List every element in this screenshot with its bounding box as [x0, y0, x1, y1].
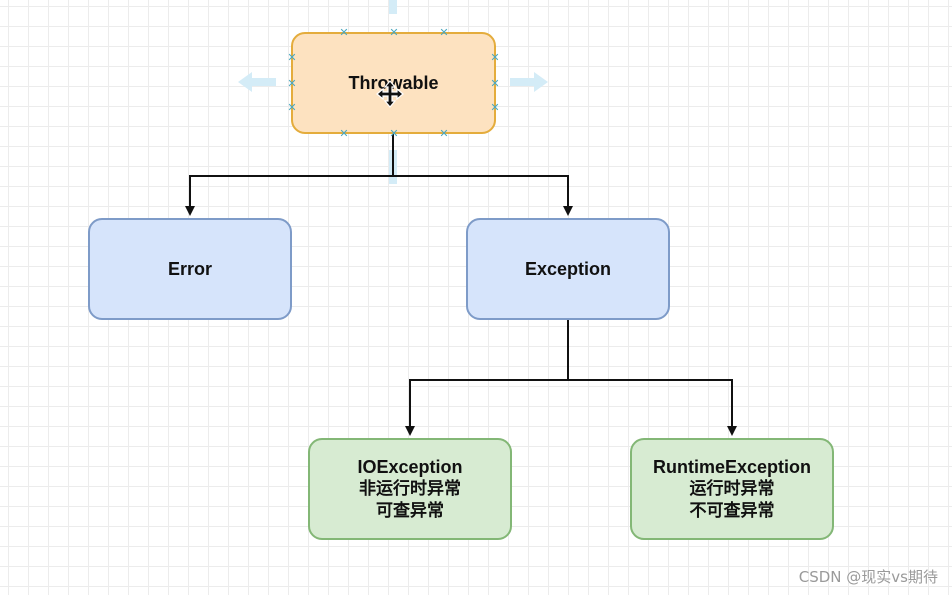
move-cursor-icon — [376, 80, 404, 108]
node-runtimeexception-label: RuntimeException — [652, 457, 812, 477]
watermark: CSDN @现实vs期待 — [798, 568, 938, 586]
handle-icon[interactable]: ✕ — [287, 77, 297, 90]
handle-icon[interactable]: ✕ — [490, 51, 500, 64]
node-ioexception[interactable]: IOException 非运行时异常 可查异常 — [308, 438, 512, 540]
edge-throwable-error[interactable] — [185, 134, 394, 216]
node-exception-label: Exception — [524, 259, 612, 279]
node-ioexception-desc1: 非运行时异常 — [359, 479, 461, 499]
node-ioexception-label: IOException — [357, 457, 463, 477]
node-exception[interactable]: Exception — [466, 218, 670, 320]
node-throwable-label: Throwable — [348, 73, 439, 93]
edge-throwable-exception[interactable] — [393, 175, 573, 216]
handle-icon[interactable]: ✕ — [389, 127, 399, 140]
handle-icon[interactable]: ✕ — [389, 26, 399, 39]
node-error-label: Error — [167, 259, 212, 279]
node-error[interactable]: Error — [88, 218, 292, 320]
handle-icon[interactable]: ✕ — [339, 26, 349, 39]
handle-icon[interactable]: ✕ — [439, 127, 449, 140]
edge-exception-ioexception[interactable] — [405, 320, 569, 436]
handle-icon[interactable]: ✕ — [339, 127, 349, 140]
edge-exception-runtimeexception[interactable] — [568, 379, 737, 436]
node-throwable[interactable]: Throwable — [291, 32, 496, 134]
handle-icon[interactable]: ✕ — [287, 51, 297, 64]
node-runtimeexception[interactable]: RuntimeException 运行时异常 不可查异常 — [630, 438, 834, 540]
handle-icon[interactable]: ✕ — [287, 101, 297, 114]
node-ioexception-desc2: 可查异常 — [376, 501, 444, 521]
node-runtimeexception-desc2: 不可查异常 — [689, 501, 775, 521]
handle-icon[interactable]: ✕ — [439, 26, 449, 39]
handle-icon[interactable]: ✕ — [490, 101, 500, 114]
handle-icon[interactable]: ✕ — [490, 77, 500, 90]
node-runtimeexception-desc1: 运行时异常 — [689, 479, 775, 499]
